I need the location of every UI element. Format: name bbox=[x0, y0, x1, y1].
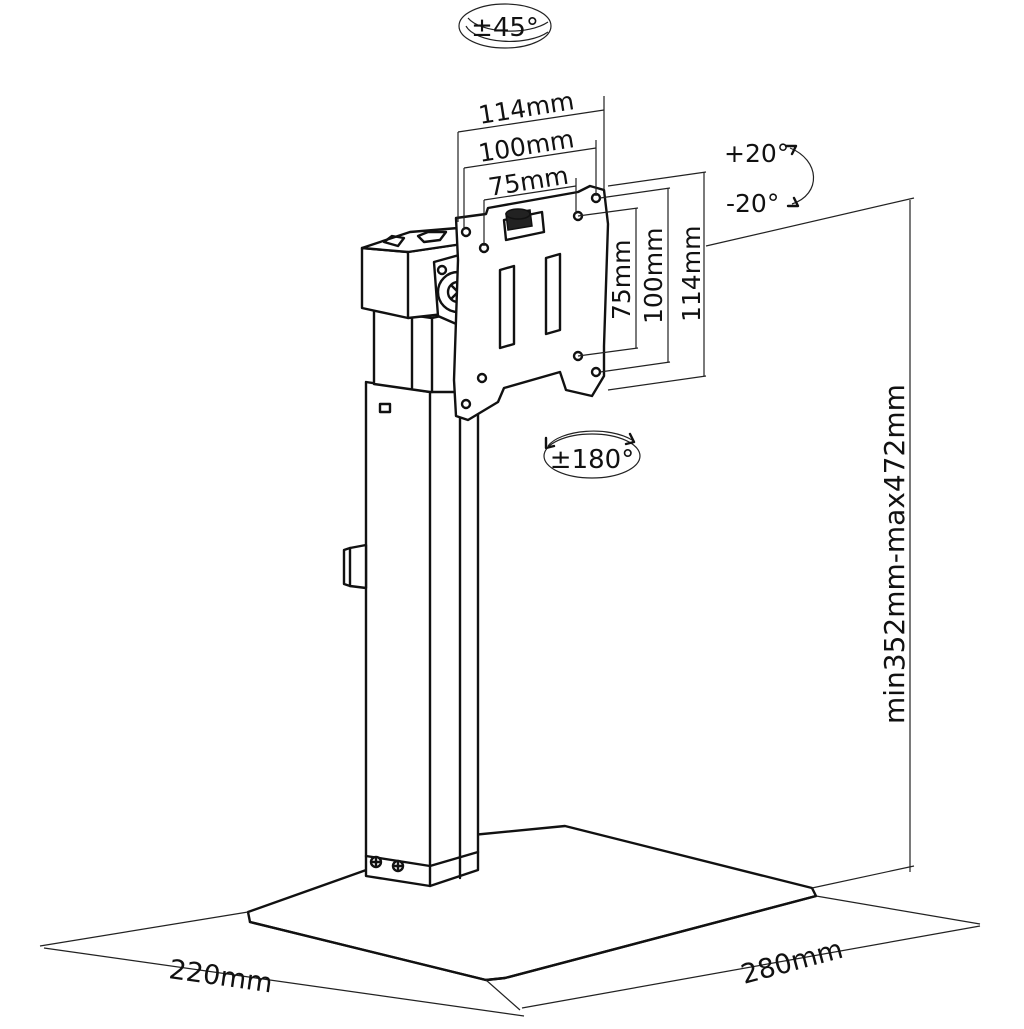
vesa-v-100-label: 100mm bbox=[639, 228, 668, 324]
base-plate bbox=[246, 824, 818, 982]
height-dimension: min352mm-max472mm bbox=[705, 197, 915, 889]
vesa-plate bbox=[452, 184, 610, 422]
base-depth-label: 220mm bbox=[167, 954, 274, 999]
tilt-20-indicator: +20° -20° bbox=[724, 139, 815, 218]
vesa-v-75-label: 75mm bbox=[607, 239, 636, 320]
vesa-vertical-dimensions: 75mm 100mm 114mm bbox=[577, 171, 707, 391]
rotation-180-indicator: ±180° bbox=[543, 430, 641, 479]
vesa-h-114-label: 114mm bbox=[476, 86, 576, 130]
tilt-down-label: -20° bbox=[726, 189, 779, 218]
vesa-v-114-label: 114mm bbox=[677, 226, 706, 322]
height-range-label: min352mm-max472mm bbox=[878, 384, 911, 724]
swivel-45-label: ±45° bbox=[471, 13, 539, 43]
tilt-up-label: +20° bbox=[724, 139, 789, 168]
column bbox=[342, 378, 480, 888]
base-width-label: 280mm bbox=[738, 934, 847, 991]
rotation-180-label: ±180° bbox=[550, 445, 634, 475]
swivel-45-indicator: ±45° bbox=[458, 3, 552, 49]
